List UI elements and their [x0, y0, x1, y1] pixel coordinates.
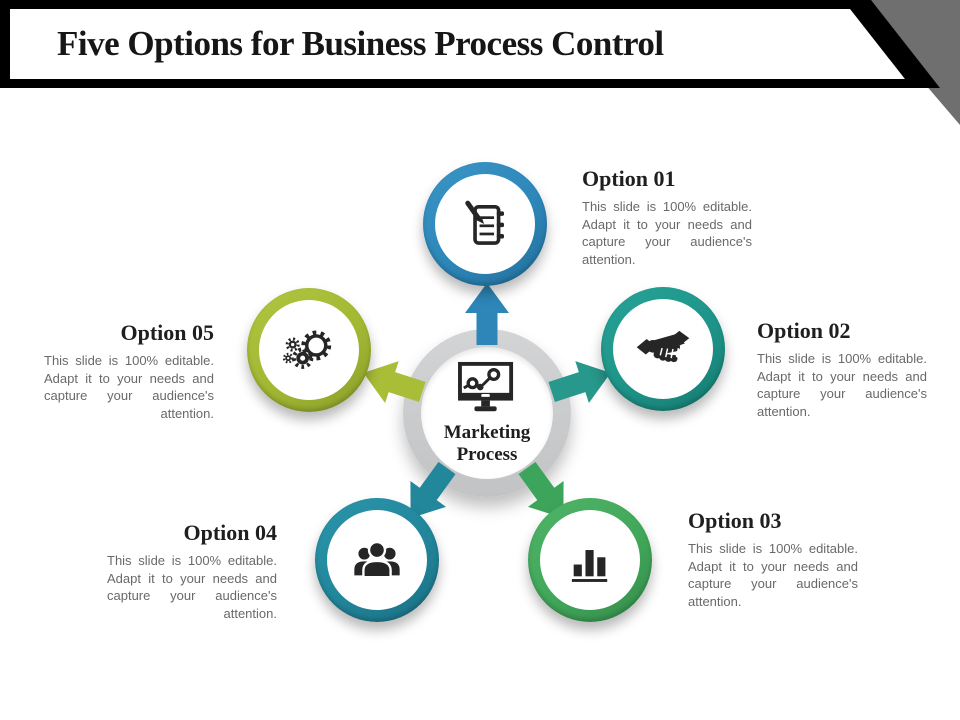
option-02-text-block[interactable]: Option 02 This slide is 100% editable. A…	[757, 318, 927, 420]
banner-left-bar	[0, 0, 10, 88]
gears-icon	[282, 330, 332, 369]
hub-inner-circle: Marketing Process	[421, 347, 553, 479]
hub-title[interactable]: Marketing Process	[444, 422, 531, 466]
team-icon	[354, 540, 400, 579]
banner-top-bar	[0, 0, 866, 9]
option-04-body: This slide is 100% editable. Adapt it to…	[107, 553, 277, 621]
hub-title-line1: Marketing	[443, 421, 531, 443]
option-02-circle[interactable]	[601, 287, 725, 411]
handshake-icon	[636, 330, 690, 363]
option-05-body: This slide is 100% editable. Adapt it to…	[44, 353, 214, 421]
slide-title[interactable]: Five Options for Business Process Contro…	[57, 24, 664, 63]
option-05-circle[interactable]	[247, 288, 371, 412]
banner-bottom-bar	[0, 79, 928, 88]
option-04-heading: Option 04	[183, 520, 277, 545]
option-01-body: This slide is 100% editable. Adapt it to…	[582, 199, 752, 267]
option-02-heading: Option 02	[757, 318, 851, 343]
monitor-line-chart-icon	[458, 361, 514, 411]
option-03-circle[interactable]	[528, 498, 652, 622]
option-01-heading: Option 01	[582, 166, 676, 191]
option-01-text-block[interactable]: Option 01 This slide is 100% editable. A…	[582, 166, 752, 268]
option-02-body: This slide is 100% editable. Adapt it to…	[757, 351, 927, 419]
option-05-text-block[interactable]: Option 05 This slide is 100% editable. A…	[44, 320, 214, 422]
option-03-circle-inner	[540, 510, 640, 610]
marketing-process-hub[interactable]: Marketing Process	[403, 329, 571, 497]
bar-chart-icon	[571, 550, 608, 582]
option-01-circle-inner	[435, 174, 535, 274]
option-02-circle-inner	[613, 299, 713, 399]
option-04-circle-inner	[327, 510, 427, 610]
option-03-heading: Option 03	[688, 508, 782, 533]
option-05-circle-inner	[259, 300, 359, 400]
option-05-heading: Option 05	[120, 320, 214, 345]
hub-title-line2: Process	[456, 443, 518, 465]
option-04-text-block[interactable]: Option 04 This slide is 100% editable. A…	[107, 520, 277, 622]
option-01-circle[interactable]	[423, 162, 547, 286]
notebook-pen-icon	[465, 200, 505, 245]
option-03-text-block[interactable]: Option 03 This slide is 100% editable. A…	[688, 508, 858, 610]
option-03-body: This slide is 100% editable. Adapt it to…	[688, 541, 858, 609]
option-04-circle[interactable]	[315, 498, 439, 622]
title-banner: Five Options for Business Process Contro…	[0, 0, 960, 88]
